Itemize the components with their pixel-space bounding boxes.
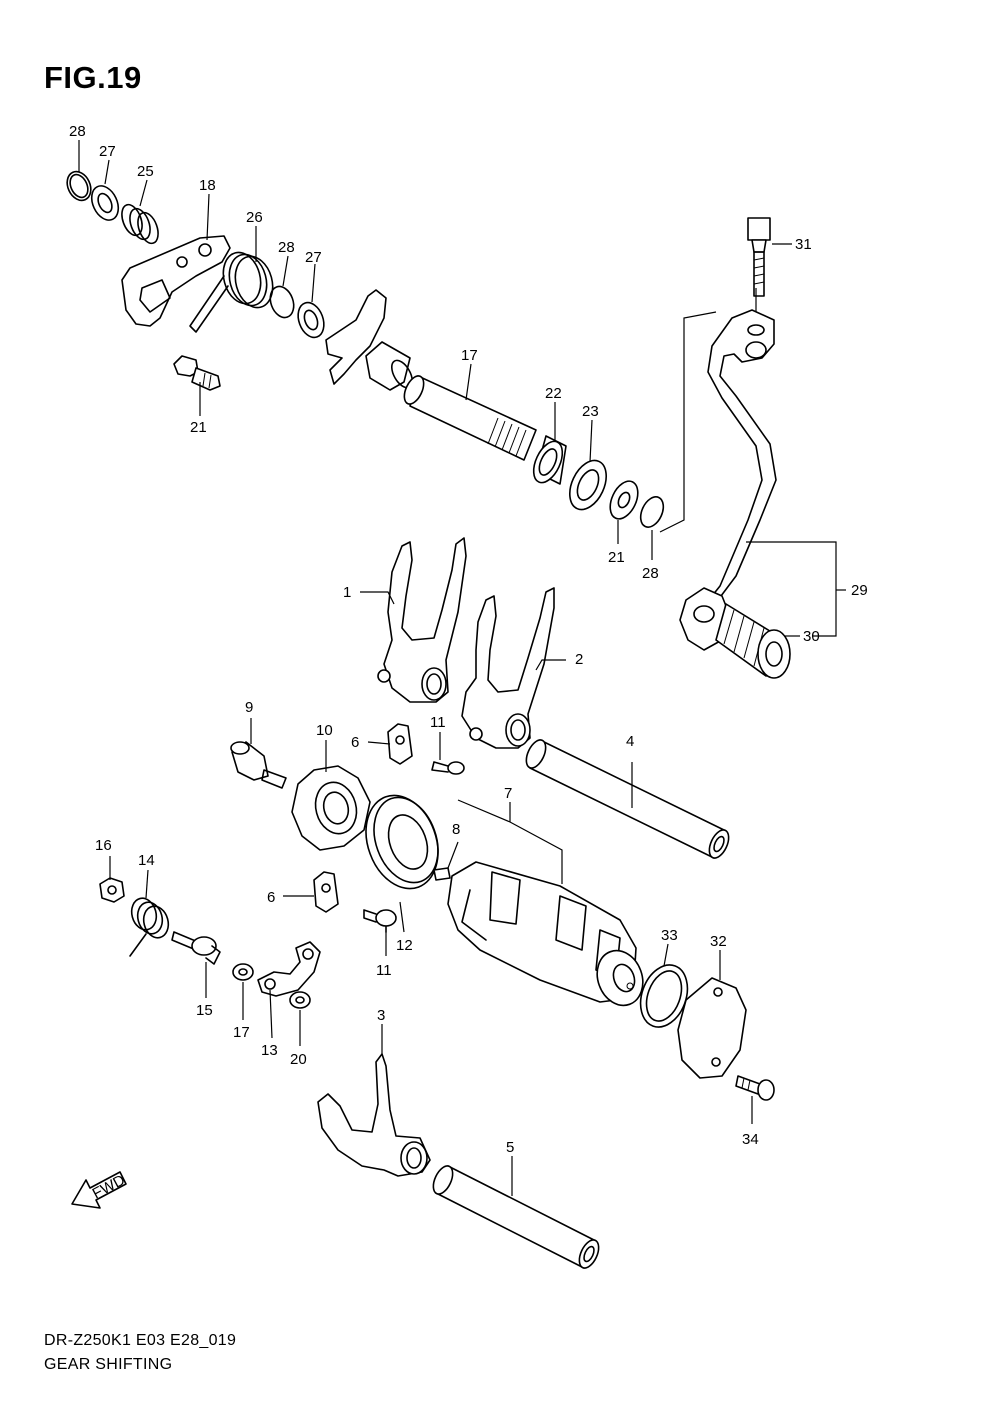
part-6-cam-plate-upper: [387, 723, 413, 765]
section-name: GEAR SHIFTING: [44, 1356, 173, 1373]
part-27-washer-mid: [297, 301, 325, 339]
callout-1: 1: [343, 584, 351, 601]
callout-29: 29: [851, 582, 868, 599]
part-15-bolt: [171, 931, 221, 965]
part-28-circlip-top: [66, 170, 92, 202]
callout-6-b: 6: [267, 889, 275, 906]
part-19-shift-shaft: [403, 375, 537, 461]
callout-10: 10: [316, 722, 333, 739]
part-14-spring: [129, 897, 170, 957]
callout-2: 2: [575, 651, 583, 668]
callout-27-a: 27: [99, 143, 116, 160]
part-27-washer-top: [90, 185, 120, 221]
part-25-spring: [121, 203, 159, 245]
callout-34: 34: [742, 1131, 759, 1148]
part-10-cam-stopper-plate: [291, 765, 371, 851]
part-18-nut: [99, 877, 125, 903]
callout-27-b: 27: [305, 249, 322, 266]
part-17-washer: [232, 963, 254, 981]
callout-16: 20: [290, 1051, 307, 1068]
part-4-fork-shaft: [525, 739, 730, 859]
callout-12: 12: [396, 937, 413, 954]
fwd-label: FWD: [90, 1171, 128, 1202]
part-32-cover: [677, 977, 747, 1079]
callout-13: 13: [261, 1042, 278, 1059]
part-5-fork-shaft: [432, 1165, 600, 1269]
callout-31: 31: [795, 236, 812, 253]
callout-22: 21: [608, 549, 625, 566]
part-30-pedal-rubber: [715, 603, 791, 679]
part-31-bolt: [747, 217, 771, 297]
callout-labels: 28 27 25 18 26 28 27 21 17 22 23 21 28 3…: [69, 123, 868, 1156]
callout-32: 32: [710, 933, 727, 950]
callout-28-c: 28: [642, 565, 659, 582]
part-6-cam-plate-lower: [313, 871, 339, 913]
callout-4: 4: [626, 733, 634, 750]
figure-title: FIG.19: [44, 60, 142, 95]
callout-5: 5: [506, 1139, 514, 1156]
part-20-shift-plate: [121, 235, 231, 327]
part-23-bearing: [532, 435, 567, 485]
callout-17: 17: [233, 1024, 250, 1041]
callout-15: 15: [196, 1002, 213, 1019]
callout-21: 21: [190, 419, 207, 436]
callout-26: 26: [246, 209, 263, 226]
fwd-arrow-icon: FWD: [71, 1171, 128, 1209]
part-2-shift-fork: [461, 587, 555, 749]
callout-18: 16: [95, 837, 112, 854]
callout-24: 23: [582, 403, 599, 420]
callout-19: 17: [461, 347, 478, 364]
part-1-shift-fork: [377, 537, 467, 703]
callout-14: 14: [138, 852, 155, 869]
callout-11-a: 11: [430, 714, 446, 731]
part-11-screw-upper: [431, 761, 465, 775]
callout-30: 30: [803, 628, 820, 645]
callout-28-a: 28: [69, 123, 86, 140]
part-11-screw-lower: [363, 909, 397, 933]
part-3-shift-fork: [317, 1053, 431, 1177]
part-24-oil-seal: [569, 459, 607, 511]
callout-7: 7: [504, 785, 512, 802]
part-22-washer: [609, 480, 639, 520]
callout-8: 8: [452, 821, 460, 838]
part-12-bearing: [365, 794, 439, 890]
part-13-stopper-arm: [257, 941, 321, 997]
part-29-gear-shift-lever: [679, 309, 777, 651]
callout-28-b: 28: [278, 239, 295, 256]
model-code: DR-Z250K1 E03 E28_019: [44, 1332, 237, 1349]
callout-20: 18: [199, 177, 216, 194]
part-7-gearshift-cam: [447, 861, 644, 1007]
part-34-bolt: [735, 1075, 775, 1101]
callout-9: 9: [245, 699, 253, 716]
callout-33: 33: [661, 927, 678, 944]
callout-3: 3: [377, 1007, 385, 1024]
callout-25: 25: [137, 163, 154, 180]
part-28-circlip-lower: [639, 496, 665, 528]
part-16-washer: [289, 991, 311, 1009]
part-21-bolt: [173, 355, 221, 391]
part-19-shift-shaft-arm: [325, 289, 414, 391]
part-26-return-spring: [189, 251, 274, 333]
part-28-circlip-mid: [269, 285, 295, 319]
leader-lines: [78, 140, 846, 1196]
part-8-pin: [433, 867, 451, 881]
callout-11-b: 11: [376, 962, 392, 979]
callout-23: 22: [545, 385, 562, 402]
part-9-pin: [230, 741, 287, 789]
callout-6-a: 6: [351, 734, 359, 751]
